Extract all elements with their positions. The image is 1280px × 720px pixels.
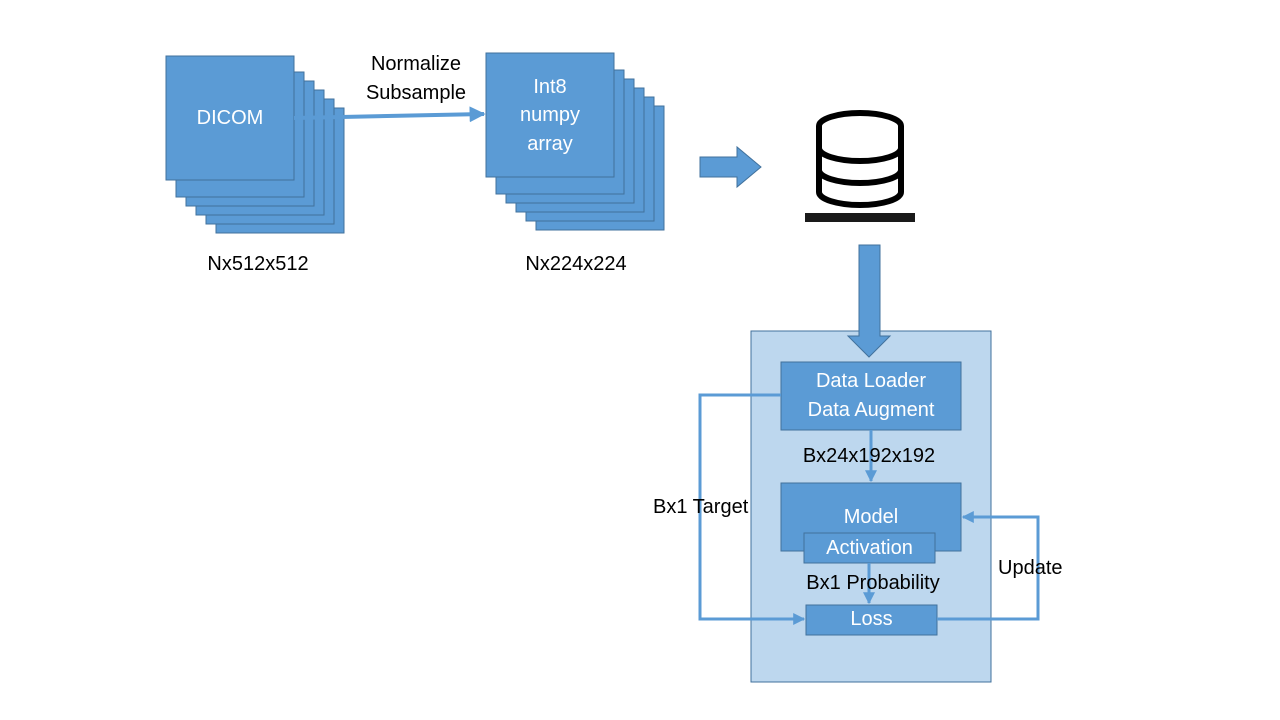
activation-box [803,532,936,564]
numpy-stack [485,52,665,231]
loss-box [805,604,938,636]
model-label: Model [843,506,899,528]
dicom-stack [165,55,345,234]
block-arrow-right [699,145,762,189]
data-loader-label: Data Loader [815,370,927,392]
loss-label: Loss [850,608,893,630]
target-label: Bx1 Target [653,496,749,518]
update-arrow [937,511,1040,621]
block-arrow-down [846,244,892,358]
storage-bar [805,213,915,222]
probability-label: Bx1 Probability [806,572,940,594]
data-augment-label: Data Augment [807,399,935,421]
normalize-arrow [293,106,486,123]
array-dims-label: Nx224x224 [525,253,627,275]
subsample-label: Subsample [365,82,467,104]
array-label-line2: numpy [519,104,581,126]
target-arrow [698,393,806,625]
batch-dims-label: Bx24x192x192 [802,445,936,467]
database-icon [816,110,904,208]
array-label-line1: Int8 [533,76,567,98]
activation-label: Activation [826,537,913,559]
data-loader-box [780,361,962,431]
update-label: Update [998,557,1063,579]
dicom-label: DICOM [196,107,264,129]
dicom-dims-label: Nx512x512 [207,253,309,275]
normalize-label: Normalize [370,53,462,75]
array-label-line3: array [527,133,573,155]
